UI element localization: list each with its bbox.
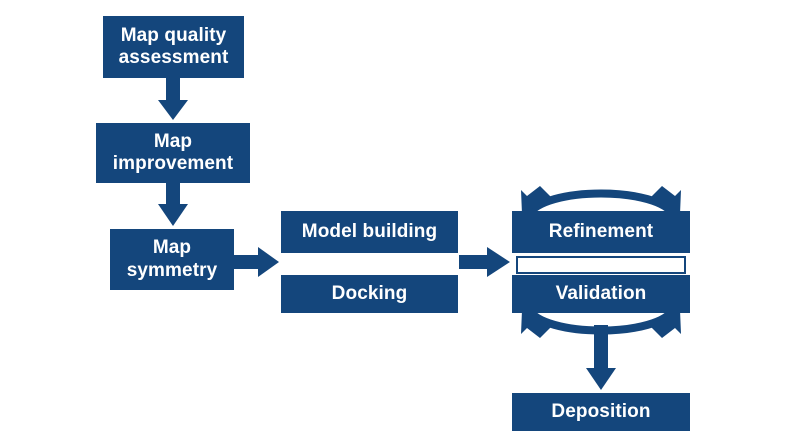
node-validation[interactable]: Validation [512, 275, 690, 313]
node-label-map-improvement: Map improvement [112, 130, 234, 174]
arc-refinement-validation-bottom [521, 305, 681, 338]
node-map-quality-assessment[interactable]: Map quality assessment [103, 16, 244, 78]
node-refinement[interactable]: Refinement [512, 211, 690, 253]
node-label-map-quality-assessment: Map quality assessment [118, 24, 229, 68]
arrow-improvement-to-symmetry [158, 183, 188, 226]
node-deposition[interactable]: Deposition [512, 393, 690, 431]
node-label-validation: Validation [555, 282, 647, 304]
node-map-symmetry[interactable]: Map symmetry [110, 229, 234, 290]
arrow-cycle-to-deposition [586, 325, 616, 390]
node-label-refinement: Refinement [548, 220, 654, 242]
node-label-model-building: Model building [301, 220, 438, 242]
arrow-symmetry-to-modelbuilding [234, 247, 279, 277]
node-label-docking: Docking [331, 282, 408, 304]
node-docking[interactable]: Docking [281, 275, 458, 313]
node-label-map-symmetry: Map symmetry [126, 237, 218, 281]
arrow-quality-to-improvement [158, 78, 188, 120]
arrow-modelbuilding-to-refinement [459, 247, 510, 277]
node-map-improvement[interactable]: Map improvement [96, 123, 250, 183]
cycle-separator-box [516, 256, 686, 274]
arc-refinement-validation-top [521, 186, 681, 219]
node-label-deposition: Deposition [551, 400, 651, 422]
node-model-building[interactable]: Model building [281, 211, 458, 253]
